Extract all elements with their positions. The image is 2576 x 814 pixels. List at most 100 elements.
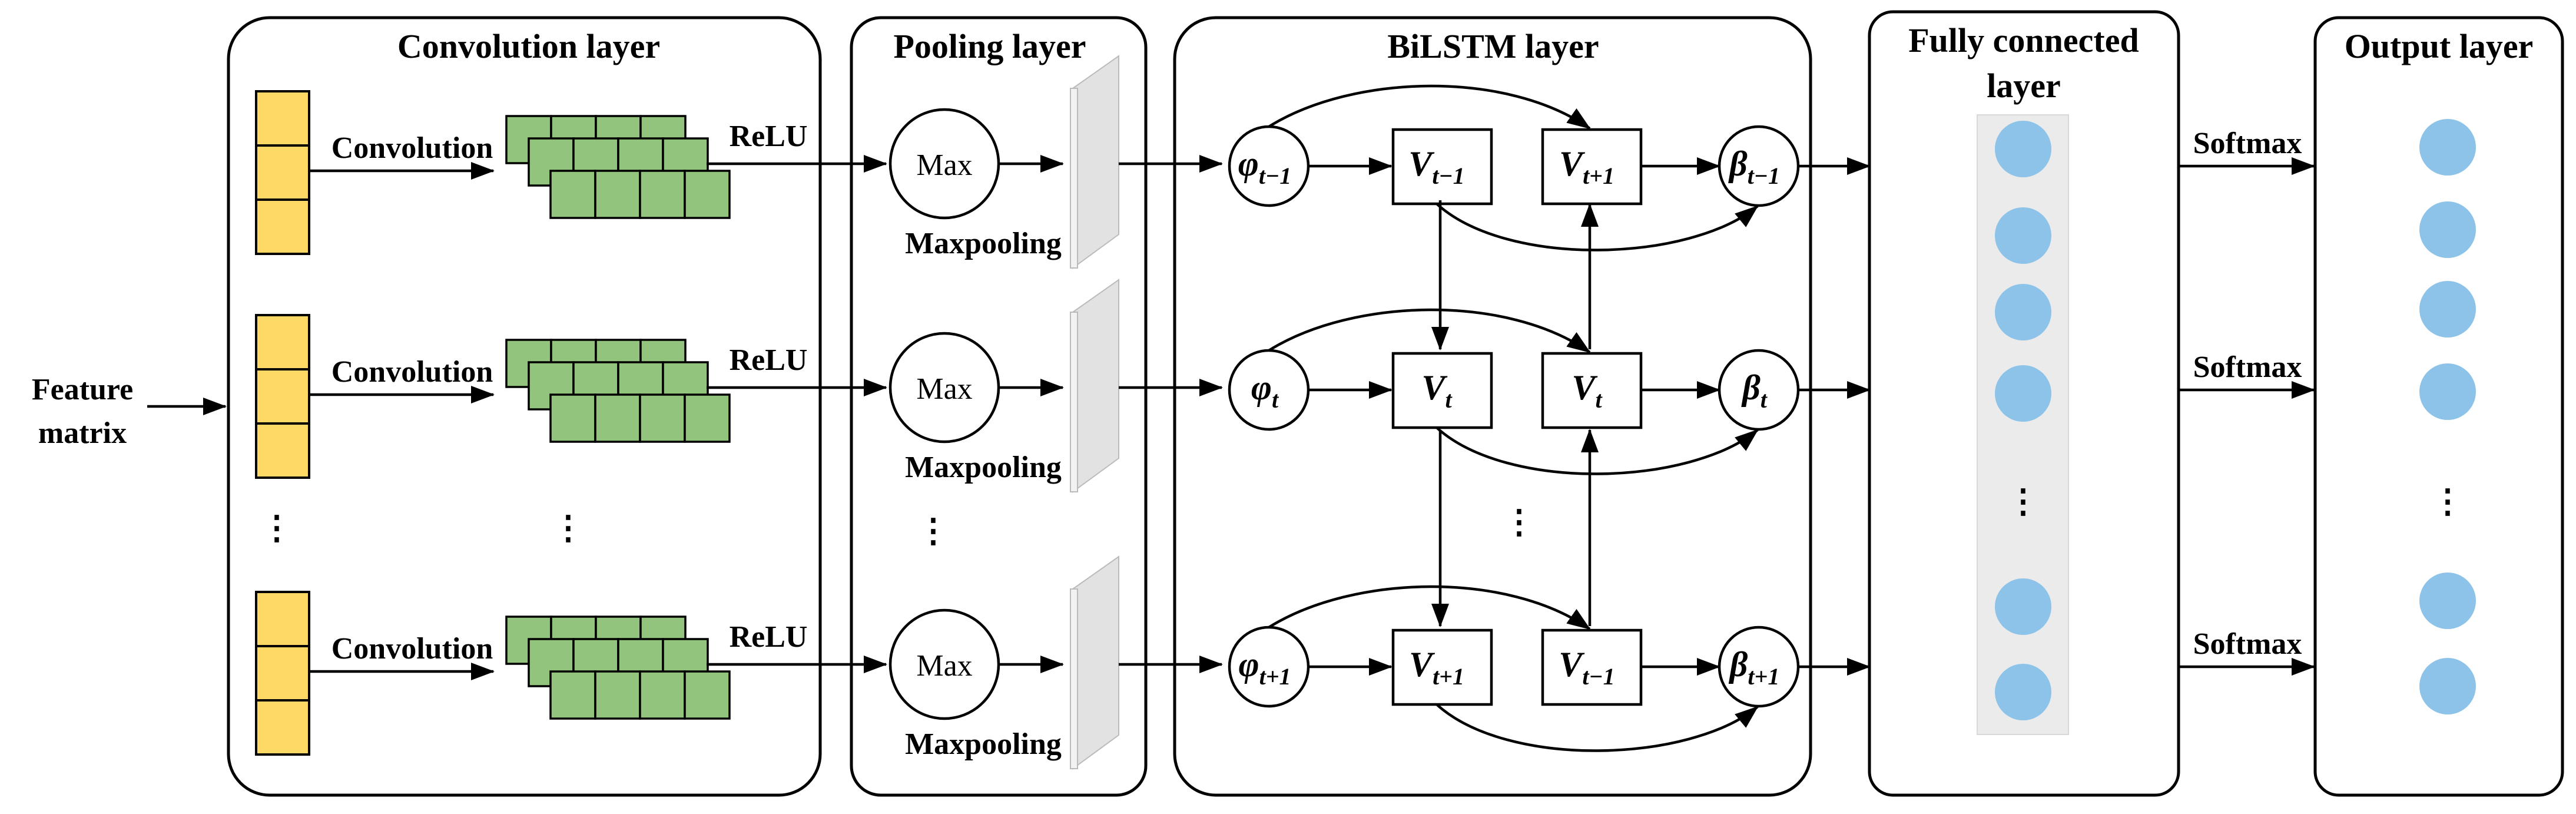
fully-connected-neurons (1995, 121, 2051, 720)
max-label: Max (916, 372, 972, 406)
relu-label: ReLU (730, 620, 808, 654)
feature-map-cell (549, 670, 596, 720)
output-neuron (2419, 201, 2476, 258)
maxpooling-label: Maxpooling (905, 227, 1062, 260)
beta-skip-curve (1435, 426, 1759, 475)
ellipsis-input: ⋮ (260, 510, 293, 547)
relu-label: ReLU (730, 343, 808, 377)
output-neuron (2419, 573, 2476, 629)
ellipsis-bilstm: ⋮ (1503, 504, 1536, 541)
bilstm-panel (1173, 16, 1812, 797)
phi-skip-curve (1268, 585, 1591, 630)
fully-connected-panel (1868, 10, 2180, 797)
feature-map-cell (639, 170, 686, 219)
fully-connected-neuron (1995, 284, 2051, 340)
forward-lstm-cell (1391, 352, 1493, 429)
max-label: Max (916, 649, 972, 683)
forward-lstm-cell (1391, 128, 1493, 206)
convolution-panel-title: Convolution layer (397, 27, 660, 65)
backward-lstm-symbol: Vt (1572, 368, 1603, 413)
beta-symbol: βt−1 (1728, 144, 1780, 189)
backward-lstm-cell (1541, 128, 1643, 206)
pooled-feature-slab-face (1070, 312, 1078, 492)
output-neuron (2419, 658, 2476, 714)
feature-map-cell (684, 393, 731, 443)
phi-skip-curve (1268, 84, 1591, 130)
convolution-panel (227, 16, 822, 797)
output-neuron (2419, 363, 2476, 420)
forward-lstm-symbol: Vt (1421, 368, 1453, 413)
fully-connected-panel-title-line2: layer (1987, 67, 2061, 105)
backward-lstm-cell (1541, 352, 1643, 429)
ellipsis-fully-connected: ⋮ (2007, 484, 2040, 520)
beta-skip-curve (1435, 203, 1759, 252)
convolution-label: Convolution (331, 632, 493, 666)
maxpooling-label: Maxpooling (905, 451, 1062, 484)
relu-label: ReLU (730, 120, 808, 153)
output-neurons (2419, 119, 2476, 714)
feature-map-cell (594, 670, 641, 720)
output-panel-title: Output layer (2345, 27, 2534, 65)
input-cell (255, 90, 310, 147)
softmax-label: Softmax (2193, 127, 2302, 160)
pooling-panel-title: Pooling layer (893, 27, 1086, 65)
pooled-feature-slab-face (1070, 88, 1078, 269)
phi-symbol: φt (1251, 368, 1279, 413)
fully-connected-neuron (1995, 121, 2051, 177)
pooling-panel (850, 16, 1148, 797)
ellipsis-output: ⋮ (2431, 484, 2464, 520)
backward-lstm-symbol: Vt−1 (1559, 645, 1614, 690)
convolution-label: Convolution (331, 131, 493, 165)
fully-connected-neuron (1995, 207, 2051, 264)
fully-connected-neuron (1995, 365, 2051, 422)
feature-map-cell (594, 170, 641, 219)
feature-map-cell (639, 670, 686, 720)
pooled-feature-slab (1072, 555, 1119, 770)
ellipsis-feature-map: ⋮ (552, 510, 585, 547)
feature-map-cell (684, 170, 731, 219)
input-cell (255, 198, 310, 255)
phi-symbol: φt−1 (1238, 144, 1291, 189)
pooled-feature-slab-face (1070, 588, 1078, 769)
feature-matrix-label-line2: matrix (38, 416, 127, 450)
fully-connected-neuron (1995, 664, 2051, 720)
feature-map-cell (549, 393, 596, 443)
input-cell (255, 645, 310, 702)
softmax-label: Softmax (2193, 627, 2302, 661)
phi-symbol: φt+1 (1238, 645, 1291, 690)
fully-connected-panel-title-line1: Fully connected (1908, 21, 2139, 59)
input-cell (255, 144, 310, 201)
input-cell (255, 699, 310, 756)
input-cell (255, 591, 310, 647)
input-cell (255, 422, 310, 479)
max-label: Max (916, 148, 972, 182)
forward-lstm-symbol: Vt−1 (1408, 144, 1464, 189)
output-neuron (2419, 281, 2476, 337)
ellipsis-pooling: ⋮ (917, 513, 950, 550)
maxpooling-label: Maxpooling (905, 727, 1062, 761)
softmax-label: Softmax (2193, 350, 2302, 384)
beta-symbol: βt (1741, 368, 1768, 413)
forward-lstm-symbol: Vt+1 (1409, 645, 1464, 690)
bilstm-panel-title: BiLSTM layer (1387, 27, 1599, 65)
feature-map-cell (639, 393, 686, 443)
pooled-feature-slab (1072, 279, 1119, 493)
output-neuron (2419, 119, 2476, 176)
feature-map-cell (684, 670, 731, 720)
backward-lstm-cell (1541, 628, 1643, 706)
fully-connected-neuron (1995, 578, 2051, 635)
input-cell (255, 368, 310, 425)
feature-matrix-label-line1: Feature (32, 373, 133, 406)
beta-skip-curve (1435, 703, 1759, 752)
output-panel (2313, 16, 2564, 797)
input-cell (255, 314, 310, 370)
backward-lstm-symbol: Vt+1 (1559, 144, 1614, 189)
feature-map-cell (594, 393, 641, 443)
beta-symbol: βt+1 (1729, 645, 1780, 690)
phi-skip-curve (1268, 308, 1591, 353)
